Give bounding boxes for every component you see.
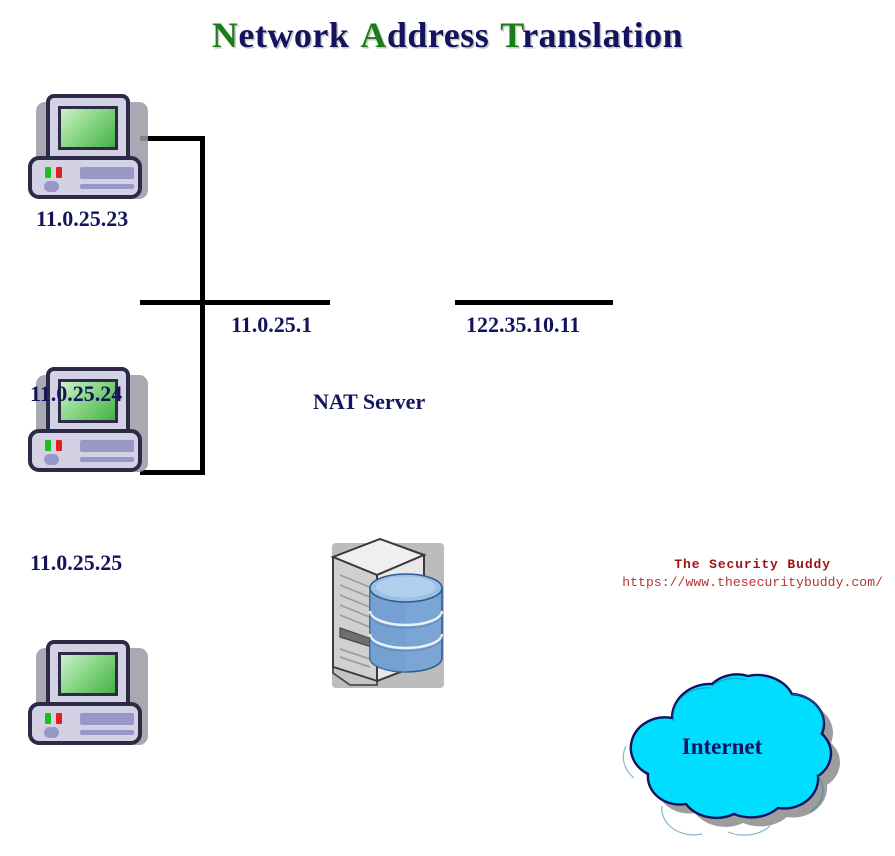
activity-led-red-icon [56,167,62,178]
host-1-ip-label: 11.0.25.23 [36,206,129,231]
title-word-address: Address [360,15,489,55]
server-database-icon [330,537,444,686]
title-word-network: Network [212,15,349,55]
drive-slot-secondary-icon [80,457,134,462]
wire-server-to-cloud [455,300,613,305]
host-computer-2[interactable] [28,367,148,472]
drive-slot-secondary-icon [80,184,134,189]
wire-backbone-vertical [200,136,205,475]
computer-base-unit [28,702,142,745]
monitor-screen [58,379,118,423]
monitor-screen [58,652,118,696]
monitor-screen [58,106,118,150]
power-button-icon [44,454,59,465]
power-button-icon [44,181,59,192]
server-private-ip-label: 11.0.25.1 [231,312,313,337]
host-computer-3[interactable] [28,640,148,745]
brand-name: The Security Buddy [674,557,831,572]
title-accent-t: T [500,15,523,55]
internet-label: Internet [681,734,763,759]
nat-server-label: NAT Server [313,389,426,414]
monitor [46,94,130,164]
wire-backbone-to-server [200,300,330,305]
computer-base-unit [28,429,142,472]
footer-branding: The Security Buddy https://www.thesecuri… [622,556,883,591]
drive-slot-icon [80,167,134,179]
database-cylinder [368,573,444,673]
wire-host-3-stub [140,470,205,475]
drive-slot-secondary-icon [80,730,134,735]
computer-base-unit [28,156,142,199]
wire-host-1-stub [140,136,205,141]
wire-host-2-stub [140,300,205,305]
host-2-ip-label: 11.0.25.24 [30,381,123,406]
cloud-icon [622,673,841,836]
server-public-ip-label: 122.35.10.11 [466,312,581,337]
nat-server-node[interactable] [320,533,448,688]
title-accent-a: A [360,15,387,55]
title-rest-address: ddress [386,15,490,55]
drive-slot-icon [80,713,134,725]
host-3-ip-label: 11.0.25.25 [30,550,123,575]
drive-slot-icon [80,440,134,452]
title-rest-network: etwork [238,15,350,55]
title-accent-n: N [211,15,239,55]
power-led-green-icon [45,167,51,178]
power-button-icon [44,727,59,738]
monitor [46,640,130,710]
activity-led-red-icon [56,440,62,451]
activity-led-red-icon [56,713,62,724]
power-led-green-icon [45,713,51,724]
title-rest-translation: ranslation [522,15,684,55]
monitor [46,367,130,437]
brand-url[interactable]: https://www.thesecuritybuddy.com/ [622,575,883,590]
host-computer-1[interactable] [28,94,148,199]
internet-cloud-node[interactable]: Internet [602,666,864,856]
title-word-translation: Translation [500,15,683,55]
power-led-green-icon [45,440,51,451]
